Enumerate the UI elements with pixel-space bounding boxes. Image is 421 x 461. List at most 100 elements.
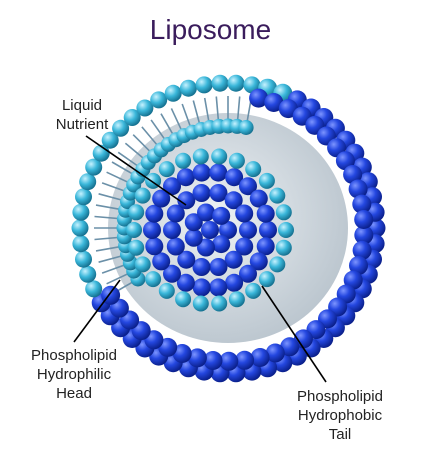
hydrophilic-head-dark	[349, 256, 368, 275]
label-line: Liquid	[61, 97, 103, 114]
hydrophilic-head-dark	[354, 210, 374, 229]
hydrophilic-head-dark	[209, 163, 228, 182]
hydrophilic-head-light	[145, 271, 162, 288]
label-line: Phospholipid	[297, 388, 383, 405]
hydrophilic-head-light	[227, 74, 245, 92]
hydrophilic-head-dark	[184, 213, 203, 232]
hydrophilic-head-light	[79, 265, 97, 283]
hydrophilic-head-light	[228, 152, 245, 169]
hydrophilic-head-dark	[256, 204, 275, 223]
hydrophilic-head-light	[136, 99, 154, 117]
hydrophilic-head-light	[85, 158, 103, 176]
hydrophilic-head-light	[158, 161, 175, 178]
hydrophilic-head-dark	[239, 221, 257, 239]
hydrophilic-head-dark	[259, 221, 277, 239]
hydrophilic-head-dark	[249, 189, 268, 208]
hydrophilic-head-light	[269, 187, 286, 204]
hydrophilic-head-dark	[224, 250, 243, 269]
hydrophilic-head-dark	[250, 348, 270, 367]
hydrophilic-head-light	[75, 250, 92, 268]
hydrophilic-head-dark	[265, 343, 285, 363]
hydrophilic-head-dark	[219, 351, 239, 371]
hydrophilic-head-dark	[166, 237, 185, 256]
hydrophilic-head-dark	[348, 179, 368, 199]
hydrophilic-head-dark	[219, 221, 237, 239]
hydrophilic-head-dark	[172, 344, 192, 363]
hydrophilic-head-dark	[145, 204, 164, 223]
hydrophilic-head-dark	[192, 258, 211, 276]
hydrophilic-head-dark	[184, 228, 203, 247]
label-hydrophilic-head: Phospholipid Hydrophilic Head	[14, 346, 134, 403]
hydrophilic-head-light	[158, 282, 175, 299]
hydrophilic-head-light	[211, 74, 229, 92]
hydrophilic-head-light	[175, 291, 192, 308]
hydrophilic-head-dark	[177, 191, 196, 210]
phospholipid-heads	[71, 74, 386, 383]
hydrophilic-head-light	[79, 173, 97, 191]
hydrophilic-head-dark	[225, 273, 244, 292]
hydrophilic-head-light	[75, 188, 92, 206]
hydrophilic-head-dark	[192, 184, 211, 202]
hydrophilic-head-dark	[354, 225, 374, 245]
hydrophilic-head-light	[72, 235, 90, 253]
hydrophilic-head-light	[126, 222, 142, 238]
hydrophilic-head-light	[179, 79, 197, 97]
hydrophilic-head-light	[269, 256, 286, 273]
hydrophilic-head-dark	[212, 206, 231, 225]
label-line: Head	[56, 385, 92, 402]
hydrophilic-head-light	[101, 131, 119, 149]
hydrophilic-head-light	[245, 161, 262, 178]
hydrophilic-head-dark	[235, 350, 255, 370]
hydrophilic-head-light	[211, 295, 228, 312]
label-hydrophobic-tail: Phospholipid Hydrophobic Tail	[276, 387, 404, 444]
hydrophilic-head-dark	[163, 264, 181, 283]
label-line: Hydrophobic	[297, 407, 383, 424]
hydrophilic-head-dark	[177, 250, 196, 269]
hydrophilic-head-light	[134, 256, 151, 273]
hydrophilic-head-light	[228, 291, 245, 308]
hydrophilic-head-light	[175, 152, 192, 169]
hydrophilic-head-dark	[224, 191, 243, 210]
hydrophilic-head-light	[150, 91, 168, 109]
hydrophilic-head-dark	[197, 203, 215, 222]
hydrophilic-head-dark	[256, 237, 275, 256]
hydrophilic-head-light	[275, 204, 292, 221]
hydrophilic-head-dark	[239, 264, 257, 283]
hydrophilic-head-light	[245, 282, 262, 299]
hydrophilic-head-dark	[239, 177, 257, 196]
hydrophilic-head-dark	[192, 278, 211, 297]
hydrophilic-head-dark	[152, 252, 171, 271]
hydrophilic-head-dark	[235, 237, 254, 256]
hydrophilic-head-dark	[249, 252, 268, 271]
hydrophilic-head-dark	[201, 221, 219, 239]
diagram-title: Liposome	[149, 14, 272, 45]
pointer-hydrophilic-head	[73, 279, 121, 343]
hydrophilic-head-light	[195, 76, 213, 94]
hydrophilic-head-dark	[225, 168, 244, 187]
hydrophilic-head-light	[164, 84, 182, 102]
hydrophilic-head-light	[134, 187, 151, 204]
hydrophilic-head-dark	[235, 204, 254, 223]
hydrophilic-head-light	[258, 172, 275, 189]
label-line: Tail	[328, 426, 352, 443]
hydrophilic-head-light	[71, 219, 89, 237]
hydrophilic-head-light	[112, 119, 130, 137]
hydrophilic-head-dark	[352, 240, 372, 260]
hydrophilic-head-dark	[209, 258, 228, 276]
hydrophilic-head-dark	[192, 163, 211, 182]
hydrophilic-head-light	[192, 295, 209, 312]
hydrophilic-head-dark	[343, 165, 363, 184]
pointer-hydrophobic-tail	[261, 285, 327, 383]
hydrophilic-head-dark	[163, 177, 181, 196]
hydrophilic-head-light	[238, 120, 254, 135]
hydrophilic-head-light	[123, 109, 141, 126]
hydrophilic-head-dark	[249, 88, 269, 108]
hydrophilic-head-light	[85, 280, 103, 298]
label-line: Hydrophilic	[36, 366, 112, 383]
hydrophilic-head-dark	[152, 189, 171, 208]
hydrophilic-head-dark	[264, 93, 284, 112]
hydrophilic-head-light	[278, 222, 294, 238]
hydrophilic-head-dark	[209, 184, 228, 202]
hydrophilic-head-light	[275, 239, 292, 256]
